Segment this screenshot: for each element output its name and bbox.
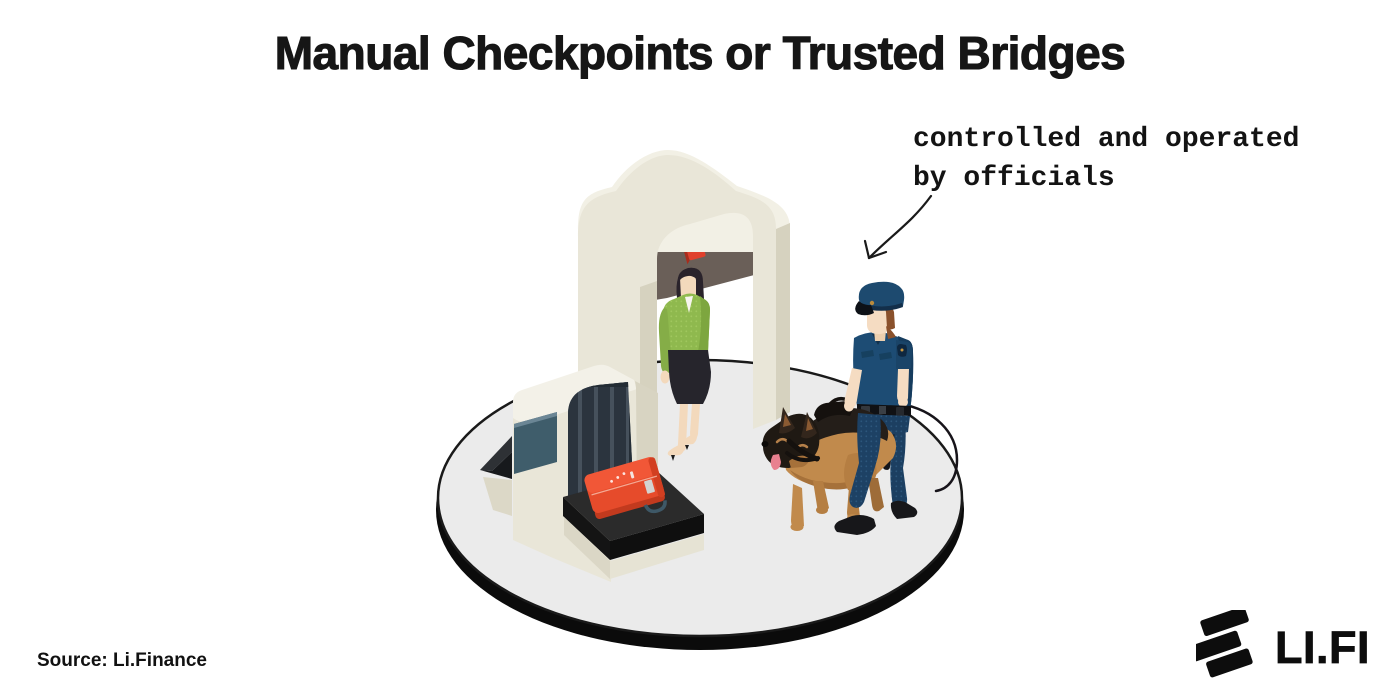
hand-drawn-arrow <box>863 194 933 260</box>
baggage-xray-scanner <box>480 364 704 582</box>
lifi-logo-text: LI.FI <box>1275 622 1370 674</box>
police-cap <box>855 281 905 316</box>
lifi-logo: LI.FI <box>1196 610 1370 686</box>
scanner-screen <box>514 412 557 474</box>
passenger-woman <box>658 267 711 461</box>
police-officer-foreground <box>834 368 881 535</box>
annotation-line-2: by officials <box>913 163 1115 194</box>
annotation-text: controlled and operated by officials <box>913 120 1299 198</box>
source-caption: Source: Li.Finance <box>37 650 207 671</box>
conveyor-belt <box>563 471 704 579</box>
leash <box>899 402 959 493</box>
page-title: Manual Checkpoints or Trusted Bridges <box>274 26 1126 79</box>
annotation-line-1: controlled and operated <box>913 124 1300 155</box>
conveyor-infeed <box>480 436 512 516</box>
red-suitcase <box>584 457 667 519</box>
lifi-logo-mark-icon <box>1196 610 1253 678</box>
